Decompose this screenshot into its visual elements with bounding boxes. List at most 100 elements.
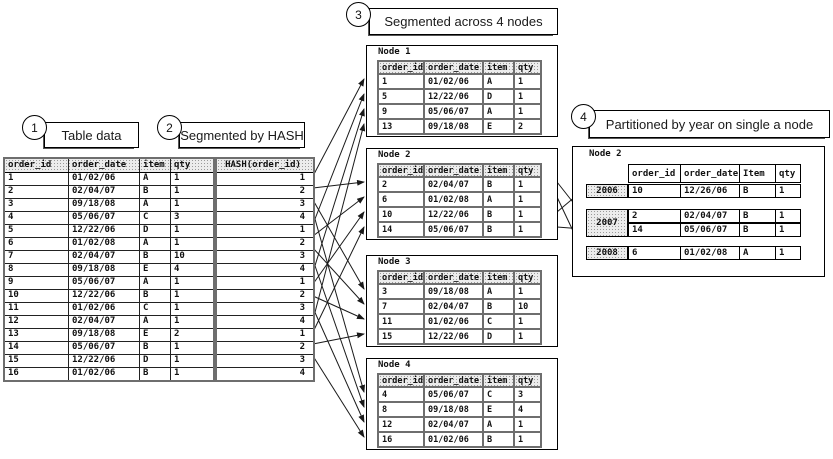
- hash-table-row: 3: [217, 251, 313, 264]
- callout-2-number-badge: 2: [157, 115, 182, 140]
- node-cell: 1: [512, 206, 542, 223]
- partition-col-header: Item: [739, 164, 776, 183]
- node-cell: 01/02/06: [422, 73, 484, 90]
- partition-year-cell: 2008: [586, 246, 628, 260]
- hash-distribution-arrow: [312, 259, 365, 408]
- node-cell: 12: [377, 416, 425, 433]
- node-col-header: qty: [512, 270, 542, 285]
- source-cell: E: [140, 329, 171, 341]
- node-cell: 01/02/06: [422, 431, 484, 448]
- hash-distribution-arrow: [312, 355, 365, 438]
- hash-value-cell: 1: [299, 329, 305, 339]
- source-cell: 1: [174, 316, 180, 326]
- source-cell: 09/18/08: [69, 264, 140, 276]
- node-cell: 1: [512, 313, 542, 330]
- source-cell: 01/02/06: [69, 303, 140, 315]
- node-cell: 1: [512, 191, 542, 208]
- callout-text: Segmented across 4 nodes: [384, 14, 543, 29]
- node-title: Node 2: [378, 150, 411, 160]
- node-cell: E: [481, 401, 515, 418]
- partition-col-header: order_date: [680, 164, 740, 183]
- callout-4-number-badge: 4: [571, 104, 596, 129]
- node-cell: 2: [512, 118, 542, 135]
- node-cell: E: [481, 118, 515, 135]
- source-cell: 4: [5, 212, 69, 224]
- node-col-header: order_date: [422, 373, 484, 388]
- hash-table-row: 2: [217, 186, 313, 199]
- node-cell: 11: [377, 313, 425, 330]
- node-cell: 01/02/06: [422, 313, 484, 330]
- partition-cell: 12/26/06: [680, 184, 740, 198]
- source-cell: B: [140, 251, 171, 263]
- partition-cell: 1: [775, 209, 801, 223]
- node-cell: 1: [512, 73, 542, 90]
- source-cell: 09/18/08: [69, 199, 140, 211]
- node-cell: 09/18/08: [422, 118, 484, 135]
- source-col-header: order_id: [5, 159, 69, 172]
- hash-value-cell: 2: [299, 238, 305, 248]
- node-col-header: item: [481, 270, 515, 285]
- source-cell: 10: [5, 290, 69, 302]
- source-cell: A: [140, 173, 171, 185]
- source-cell: B: [140, 290, 171, 302]
- node-cell: B: [481, 298, 515, 315]
- node-cell: 1: [512, 176, 542, 193]
- partition-cell: 1: [775, 184, 801, 198]
- partition-year-cell: 2006: [586, 184, 628, 198]
- hash-value-cell: 3: [299, 303, 305, 313]
- callout-3-label: Segmented across 4 nodes: [369, 8, 558, 35]
- hash-distribution-arrow: [312, 211, 365, 393]
- node-cell: 02/04/07: [422, 298, 484, 315]
- source-cell: 02/04/07: [69, 316, 140, 328]
- hash-table-row: 1: [217, 173, 313, 186]
- hash-value-cell: 3: [299, 199, 305, 209]
- partition-cell: B: [739, 209, 776, 223]
- hash-distribution-arrow: [312, 307, 365, 423]
- hash-value-cell: 1: [299, 225, 305, 235]
- node-col-header: order_date: [422, 60, 484, 75]
- node-col-header: item: [481, 60, 515, 75]
- node-cell: 13: [377, 118, 425, 135]
- callout-number: 4: [580, 109, 587, 124]
- hash-value-cell: 3: [299, 355, 305, 365]
- node-cell: A: [481, 73, 515, 90]
- source-cell: 1: [174, 290, 180, 300]
- partition-cell: 05/06/07: [680, 223, 740, 237]
- hash-table-row: 4: [217, 264, 313, 277]
- source-cell: D: [140, 225, 171, 237]
- node-cell: 01/02/08: [422, 191, 484, 208]
- node-cell: 4: [512, 401, 542, 418]
- node-cell: 12/22/06: [422, 328, 484, 345]
- hash-table-row: 2: [217, 290, 313, 303]
- node-cell: 4: [377, 386, 425, 403]
- hash-table-row: 1: [217, 225, 313, 238]
- source-cell: 1: [174, 342, 180, 352]
- node-cell: 02/04/07: [422, 416, 484, 433]
- source-cell: 2: [5, 186, 69, 198]
- source-cell: 1: [5, 173, 69, 185]
- partition-cell: 01/02/08: [680, 246, 740, 260]
- hash-value-cell: 1: [299, 173, 305, 183]
- node-cell: 1: [512, 221, 542, 238]
- hash-table-row: 4: [217, 212, 313, 225]
- source-cell: C: [140, 212, 171, 224]
- callout-4-label: Partitioned by year on single a node: [589, 110, 830, 138]
- hash-distribution-arrow: [312, 78, 365, 177]
